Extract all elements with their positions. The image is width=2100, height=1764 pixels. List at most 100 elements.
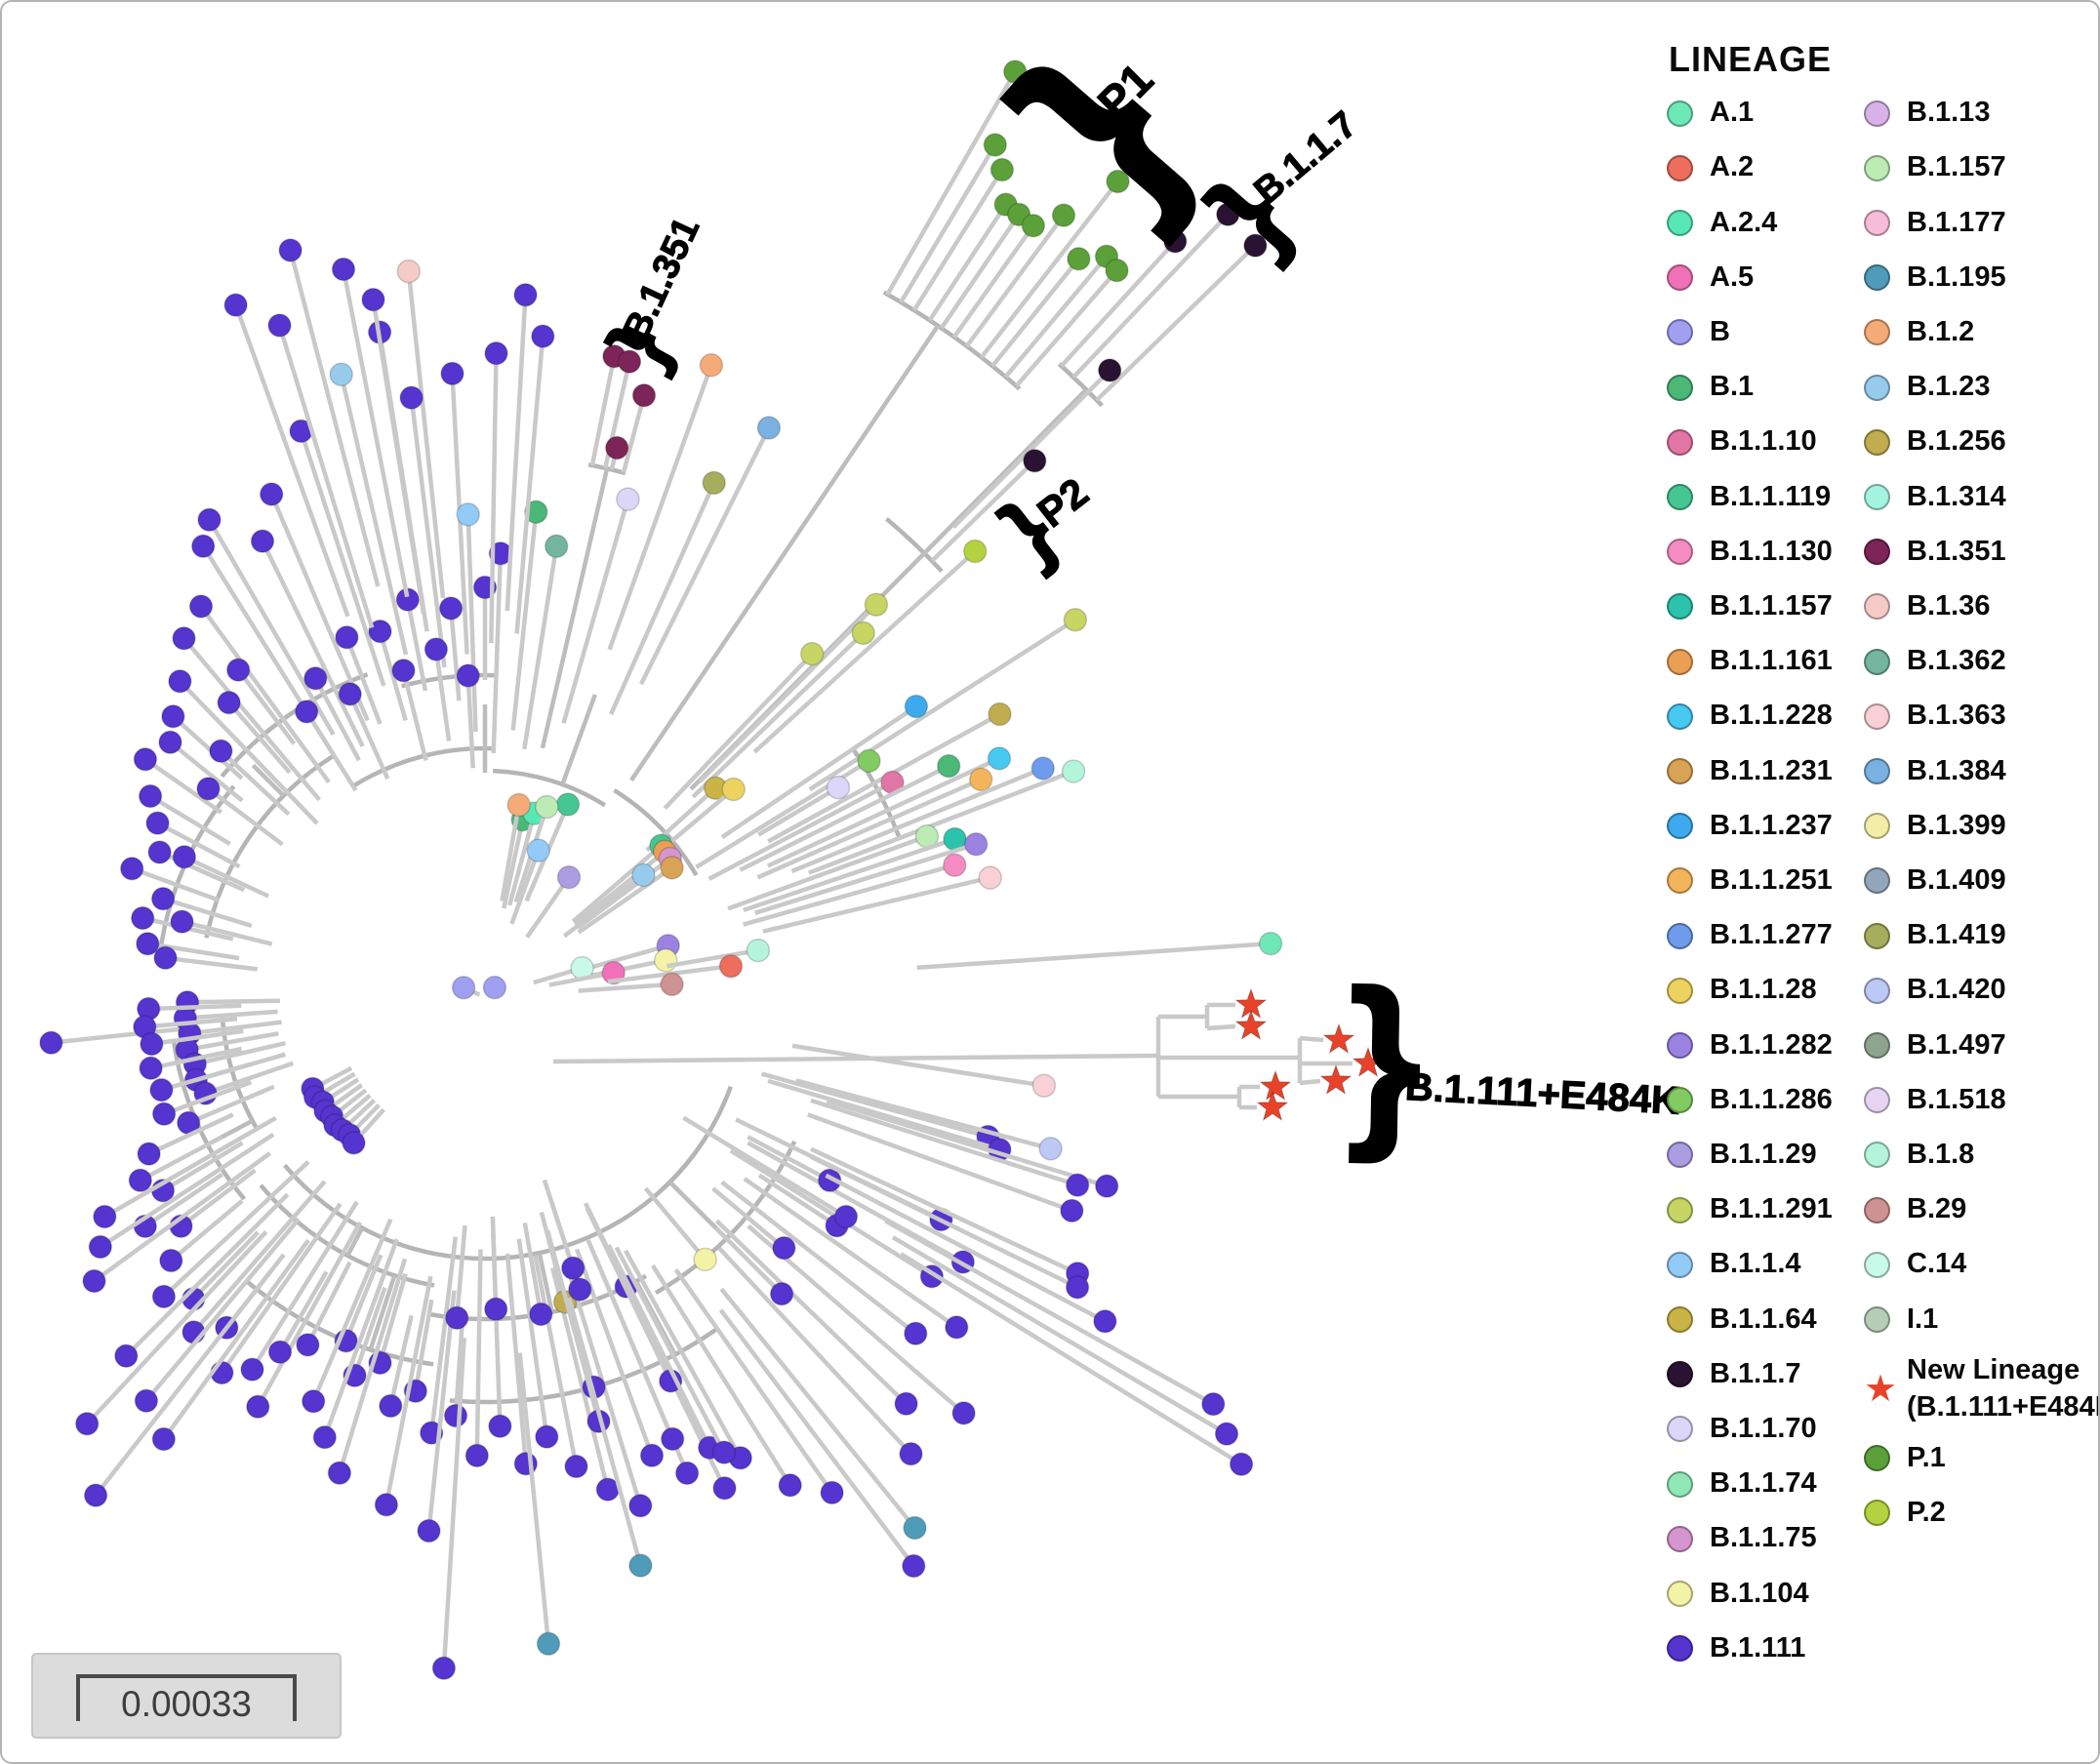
tree-branch xyxy=(371,299,426,615)
tree-branch xyxy=(743,862,955,927)
lineage-color-swatch-icon xyxy=(1667,1580,1693,1607)
tree-leaf-dot xyxy=(88,1234,113,1260)
cluster-label: B.1.1.7 xyxy=(1247,104,1365,213)
tree-arc xyxy=(613,788,699,877)
tree-branch xyxy=(810,1098,1078,1187)
tree-branch xyxy=(490,1216,499,1309)
tree-leaf-dot xyxy=(172,626,196,651)
tree-leaf-dot xyxy=(396,259,422,284)
lineage-color-swatch-icon xyxy=(1864,483,1890,510)
lineage-color-swatch-icon xyxy=(1667,264,1693,292)
tree-leaf-dot xyxy=(417,1518,441,1544)
tree-branch xyxy=(729,1148,934,1279)
lineage-color-swatch-icon xyxy=(1667,100,1693,127)
tree-branch xyxy=(757,785,840,837)
tree-branch xyxy=(186,998,281,1005)
tree-branch xyxy=(182,636,322,802)
tree-leaf-dot xyxy=(699,353,724,378)
legend-item: ★New Lineage(B.1.111+E484K) xyxy=(1864,1347,2098,1431)
tree-branch xyxy=(233,303,350,618)
tree-leaf-dot xyxy=(82,1268,106,1294)
tree-leaf-dot xyxy=(631,382,657,408)
tree-branch xyxy=(161,1238,310,1441)
tree-branch xyxy=(311,1218,393,1403)
tree-branch xyxy=(162,1160,310,1299)
legend-item: A.1 xyxy=(1667,86,1754,140)
tree-leaf-dot xyxy=(902,1553,926,1579)
lineage-color-swatch-icon xyxy=(1864,100,1890,127)
legend-item-label: B.1.384 xyxy=(1907,754,2006,786)
tree-branch xyxy=(313,677,361,762)
tree-leaf-dot xyxy=(217,690,241,715)
lineage-color-swatch-icon xyxy=(1667,867,1693,895)
tree-arc xyxy=(851,747,902,839)
legend-item-label: B.1.1.4 xyxy=(1710,1248,1801,1280)
legend-title: LINEAGE xyxy=(1669,39,1833,79)
tree-branch xyxy=(409,397,447,668)
lineage-color-swatch-icon xyxy=(1864,1251,1890,1278)
tree-leaf-dot xyxy=(456,502,480,527)
tree-branch xyxy=(578,982,672,993)
tree-leaf-dot xyxy=(817,1168,842,1193)
tree-branch xyxy=(720,704,918,839)
tree-leaf-dot xyxy=(438,596,464,621)
tree-branch xyxy=(441,1338,466,1668)
legend-item: B.1.195 xyxy=(1864,251,2006,305)
tree-branch xyxy=(339,374,409,656)
tree-leaf-dot xyxy=(693,1247,717,1272)
lineage-color-swatch-icon xyxy=(1667,1361,1693,1388)
lineage-color-swatch-icon xyxy=(1667,428,1693,456)
legend-item: B.1.1.28 xyxy=(1667,963,1817,1018)
legend-item-label: B.1.177 xyxy=(1907,206,2006,238)
tree-leaf-dot xyxy=(159,1248,183,1273)
tree-leaf-dot xyxy=(209,739,233,763)
tree-branch xyxy=(144,1016,238,1029)
tree-arc xyxy=(204,753,336,939)
tree-leaf-dot xyxy=(225,658,251,682)
tree-leaf-dot xyxy=(327,1461,352,1485)
legend-item: B.1.1.251 xyxy=(1667,854,1833,908)
tree-branch xyxy=(727,833,928,911)
tree-branch xyxy=(256,1221,362,1408)
tree-branch xyxy=(522,1223,544,1315)
tree-leaf-dot xyxy=(74,1412,100,1436)
tree-branch xyxy=(568,1308,643,1567)
legend-item: A.2.4 xyxy=(1667,195,1777,250)
tree-branch xyxy=(747,1135,831,1183)
tree-branch xyxy=(103,1115,277,1219)
tree-branch xyxy=(347,693,390,781)
tree-leaf-dot xyxy=(756,416,782,440)
new-lineage-star-icon xyxy=(1256,1090,1289,1122)
legend-item: B.1.157 xyxy=(1864,140,2006,195)
tree-branch xyxy=(378,630,408,722)
tree-branch xyxy=(341,268,410,598)
tree-branch xyxy=(148,794,231,846)
tree-leaf-dot xyxy=(962,539,988,564)
tree-leaf-dot xyxy=(857,748,881,774)
tree-branch xyxy=(760,1071,989,1140)
legend-item: B.1.111 xyxy=(1667,1622,1805,1676)
tree-branch xyxy=(561,498,630,724)
tree-branch xyxy=(826,1099,1108,1188)
legend-item-label: B.1.497 xyxy=(1907,1028,2006,1061)
lineage-color-swatch-icon xyxy=(1864,922,1890,949)
tree-branch xyxy=(165,955,259,972)
legend-item-label: B.1.1.29 xyxy=(1710,1138,1817,1170)
tree-leaf-dot xyxy=(1065,1275,1090,1300)
tree-branch xyxy=(250,1200,359,1371)
tree-branch xyxy=(560,694,597,785)
tree-leaf-dot xyxy=(130,905,155,931)
scale-bar-left-tick xyxy=(76,1674,80,1721)
legend-item-label: B.1.1.237 xyxy=(1710,809,1833,841)
tree-leaf-dot xyxy=(1093,1308,1117,1334)
lineage-color-swatch-icon xyxy=(1667,977,1693,1004)
tree-branch xyxy=(1003,255,1109,379)
tree-branch xyxy=(1299,1035,1324,1043)
tree-leaf-dot xyxy=(259,482,284,506)
tree-leaf-dot xyxy=(137,1142,161,1166)
tree-leaf-dot xyxy=(303,666,328,691)
tree-leaf-dot xyxy=(119,857,144,881)
tree-branch xyxy=(577,865,673,935)
tree-leaf-dot xyxy=(138,783,163,809)
